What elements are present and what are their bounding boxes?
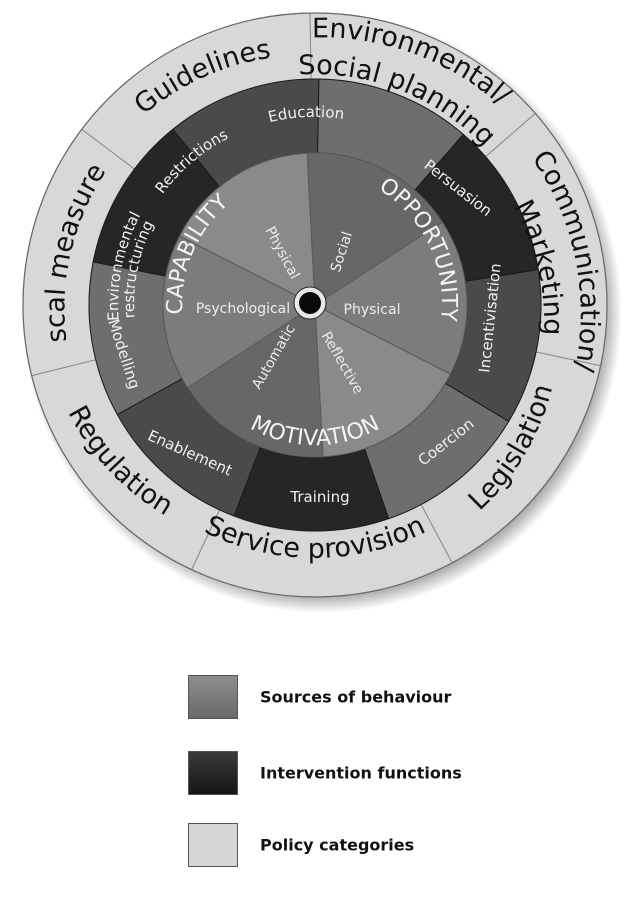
component-label-psychological: Psychological <box>196 301 290 317</box>
intervention-ring <box>88 78 542 532</box>
behaviour-change-wheel: Environmental/ Social planning Communica… <box>0 0 622 613</box>
legend-swatch-policies <box>188 823 238 867</box>
source-segment-psychological <box>162 235 316 389</box>
legend-label-sources: Sources of behaviour <box>260 687 452 707</box>
hub-inner <box>299 292 321 314</box>
component-label-physical-opportunity: Physical <box>344 302 401 318</box>
source-segment-physical-opportunity <box>314 221 468 375</box>
source-segment-social <box>306 152 444 306</box>
policy-ring-outline <box>22 12 608 598</box>
sources-disc <box>162 152 468 458</box>
legend-label-interventions: Intervention functions <box>260 763 462 783</box>
legend-swatch-sources <box>188 675 238 719</box>
legend-policies: Policy categories <box>188 822 414 868</box>
legend-interventions: Intervention functions <box>188 750 462 796</box>
legend-swatch-interventions <box>188 751 238 795</box>
legend-sources: Sources of behaviour <box>188 674 451 720</box>
source-segment-reflective <box>314 304 452 458</box>
intervention-label-training: Training <box>289 488 349 506</box>
source-segment-physical-capability <box>178 152 316 306</box>
source-segment-automatic <box>186 304 324 458</box>
legend-label-policies: Policy categories <box>260 835 415 855</box>
